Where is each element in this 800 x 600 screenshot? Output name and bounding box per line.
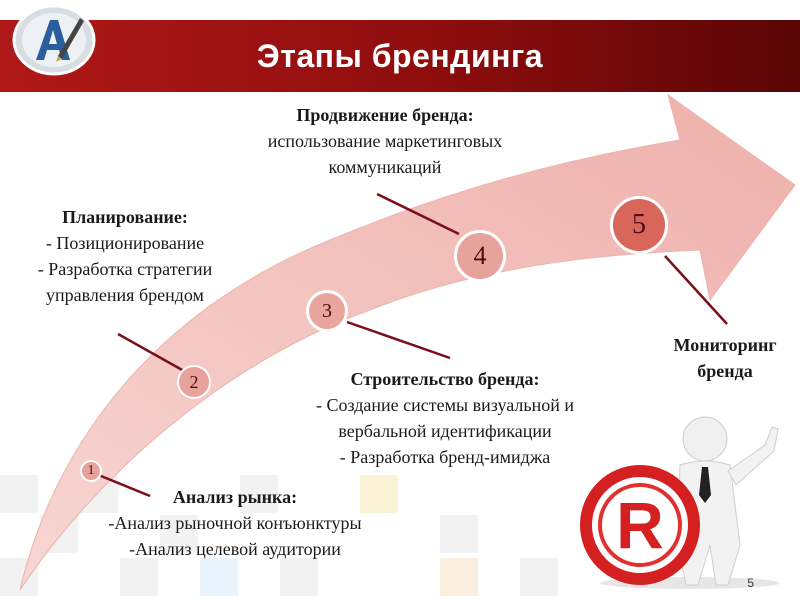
stage-3-line-2: вербальной идентификации bbox=[338, 421, 552, 441]
stage-2-line-3: управления брендом bbox=[46, 285, 204, 305]
stage-2-circle: 2 bbox=[177, 365, 211, 399]
stage-3-line-3: - Разработка бренд-имиджа bbox=[339, 447, 551, 467]
stage-1-line-1: -Анализ рыночной конъюнктуры bbox=[108, 513, 362, 533]
stage-1-line-2: -Анализ целевой аудитории bbox=[129, 539, 341, 559]
stage-3-line-1: - Создание системы визуальной и bbox=[315, 395, 574, 415]
stage-2-line-2: - Разработка стратегии bbox=[37, 259, 213, 279]
stage-1-number: 1 bbox=[87, 463, 95, 478]
stage-5-title-2: бренда bbox=[697, 361, 753, 381]
stage-5-title: Мониторинг bbox=[673, 335, 777, 355]
stage-3-title: Строительство бренда: bbox=[350, 369, 540, 389]
stage-2-number: 2 bbox=[189, 371, 199, 392]
stage-5-text: Мониторинг бренда bbox=[650, 332, 800, 384]
stage-1-title: Анализ рынка: bbox=[172, 487, 298, 507]
header-bar bbox=[0, 20, 800, 92]
stage-5-number: 5 bbox=[632, 209, 646, 240]
stage-3-number: 3 bbox=[322, 299, 332, 322]
stage-4-title: Продвижение бренда: bbox=[296, 105, 474, 125]
stage-3-text: Строительство бренда: - Создание системы… bbox=[280, 366, 610, 470]
stage-5-circle: 5 bbox=[610, 196, 668, 254]
stage-4-number: 4 bbox=[473, 241, 487, 270]
stage-4-text: Продвижение бренда: использование маркет… bbox=[230, 102, 540, 180]
stage-4-line-2: коммуникаций bbox=[328, 157, 442, 177]
stage-2-title: Планирование: bbox=[62, 207, 188, 227]
stage-1-text: Анализ рынка: -Анализ рыночной конъюнкту… bbox=[70, 484, 400, 562]
registered-mark-letter: R bbox=[616, 488, 664, 562]
stage-4-line-1: использование маркетинговых bbox=[267, 131, 503, 151]
stage-3-circle: 3 bbox=[306, 290, 348, 332]
logo-icon bbox=[12, 4, 96, 76]
stage-2-text: Планирование: - Позиционирование - Разра… bbox=[10, 204, 240, 308]
stage-4-circle: 4 bbox=[454, 230, 506, 282]
slide-number: 5 bbox=[747, 576, 754, 590]
registered-mark-figure: R bbox=[580, 416, 780, 589]
page-title: Этапы брендинга bbox=[256, 38, 544, 74]
stage-2-line-1: - Позиционирование bbox=[45, 233, 205, 253]
stage-1-circle: 1 bbox=[80, 460, 102, 482]
